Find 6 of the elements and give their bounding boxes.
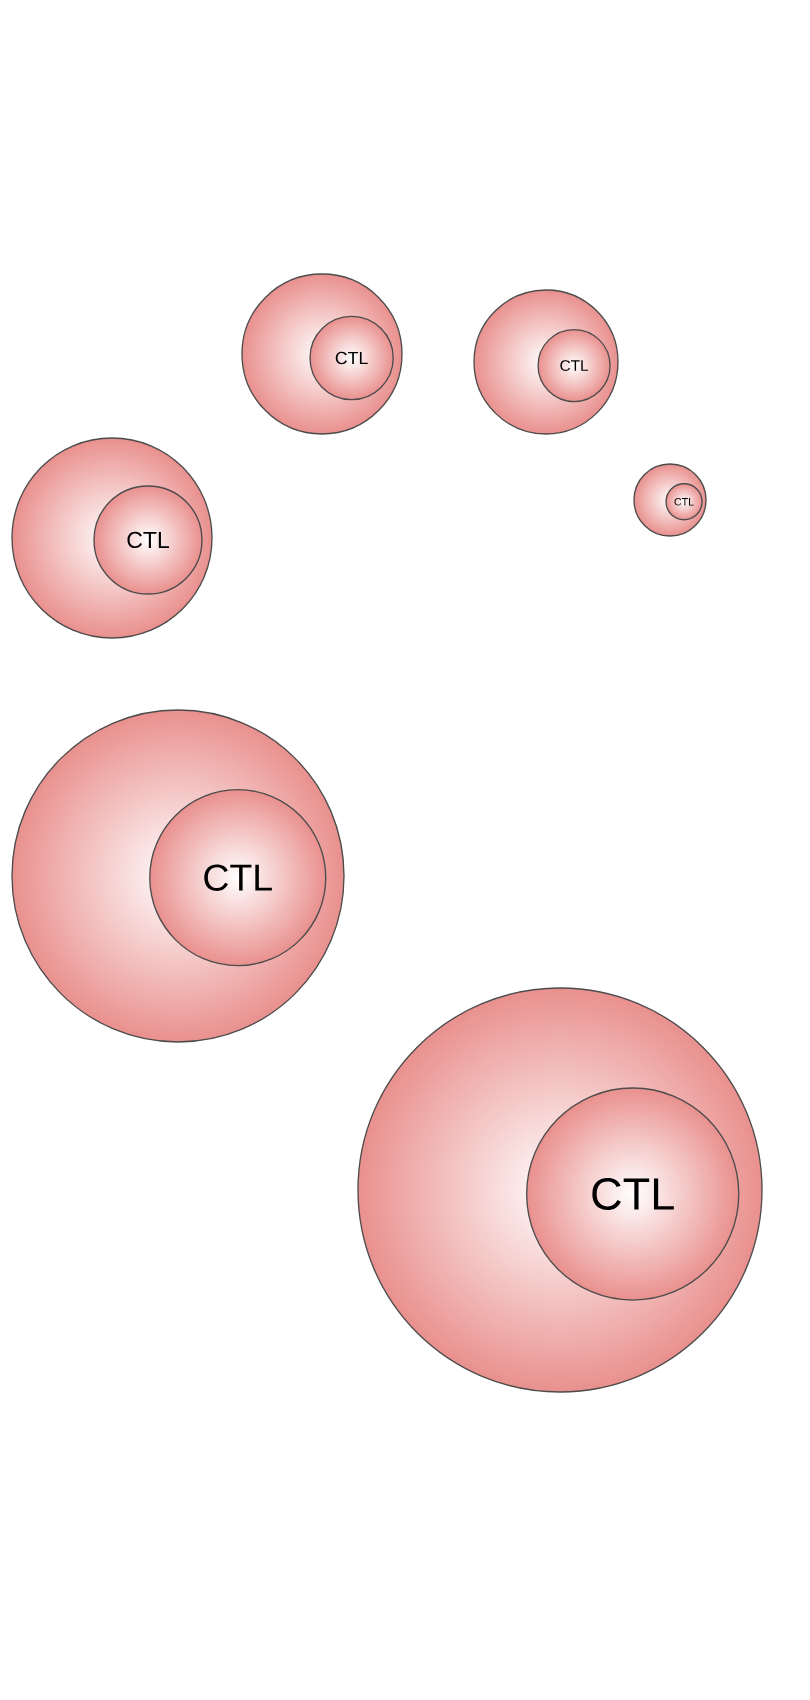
- cell-circle: [11, 437, 213, 639]
- cell-circle: [11, 709, 345, 1043]
- cell-circle: [241, 273, 403, 435]
- cell-circle: [633, 463, 707, 537]
- cell-circle: [473, 289, 619, 435]
- cell-circle: [357, 987, 763, 1393]
